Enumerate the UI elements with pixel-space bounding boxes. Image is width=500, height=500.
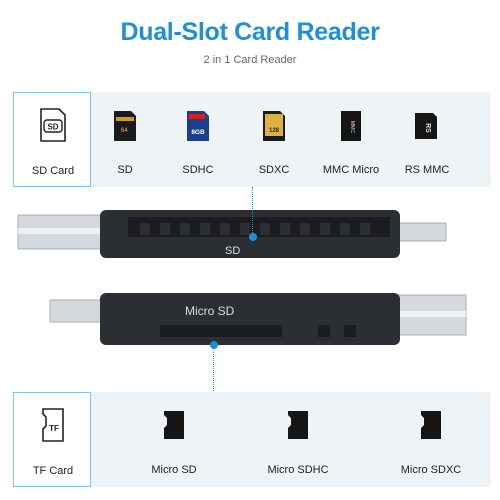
sdxc-card-gold-icon: 128 [263, 111, 285, 141]
micro-sd-slot-marker [210, 341, 218, 349]
sd-slot-pointer-line [252, 187, 253, 235]
mmc-micro-card-icon: MMC [341, 111, 361, 141]
sd-card-outline-icon: SD [40, 108, 66, 142]
tf-card-lead-label: TF Card [32, 465, 74, 477]
sdxc-label: SDXC [258, 164, 290, 176]
sd-card-lead-label: SD Card [31, 165, 75, 177]
sd-card-panel: SD SD Card 64 SD 8GB SDHC 128 SDXC MMC M… [13, 92, 491, 187]
bottom-slot-label: Micro SD [185, 304, 235, 318]
rs-mmc-card-icon: RS [415, 113, 437, 139]
tf-card-outline-icon: TF [42, 408, 64, 442]
micro-sdhc-card-icon [288, 411, 308, 439]
micro-sdhc-label: Micro SDHC [267, 464, 329, 476]
svg-text:8GB: 8GB [191, 129, 205, 136]
sd-card-lead: SD SD Card [13, 92, 91, 187]
micro-sdxc-label: Micro SDXC [400, 464, 462, 476]
card-reader-illustration: SD Micro SD [17, 210, 467, 345]
micro-sd-label: Micro SD [151, 464, 197, 476]
sd-card-black-icon: 64 [114, 111, 136, 141]
page-title: Dual-Slot Card Reader [120, 18, 380, 46]
sdhc-card-blue-icon: 8GB [187, 111, 209, 141]
micro-sdxc-card-icon [421, 411, 441, 439]
svg-text:RS: RS [424, 123, 431, 133]
page-subtitle: 2 in 1 Card Reader [203, 54, 297, 66]
tf-lead-icon-text: TF [49, 424, 59, 433]
rs-mmc-label: RS MMC [404, 164, 450, 176]
svg-text:64: 64 [121, 128, 128, 134]
micro-sd-card-icon [164, 411, 184, 439]
mmc-micro-label: MMC Micro [322, 164, 380, 176]
sd-slot-marker [249, 233, 257, 241]
tf-card-panel: TF TF Card Micro SD Micro SDHC Micro SDX… [13, 392, 491, 487]
svg-text:MMC: MMC [349, 121, 355, 133]
sd-lead-icon-text: SD [47, 123, 58, 132]
top-slot-label: SD [225, 245, 240, 257]
tf-card-lead: TF TF Card [13, 392, 91, 487]
micro-sd-slot-pointer-line [213, 345, 214, 393]
svg-text:128: 128 [269, 128, 280, 134]
sd-label: SD [117, 164, 133, 176]
sdhc-label: SDHC [182, 164, 214, 176]
